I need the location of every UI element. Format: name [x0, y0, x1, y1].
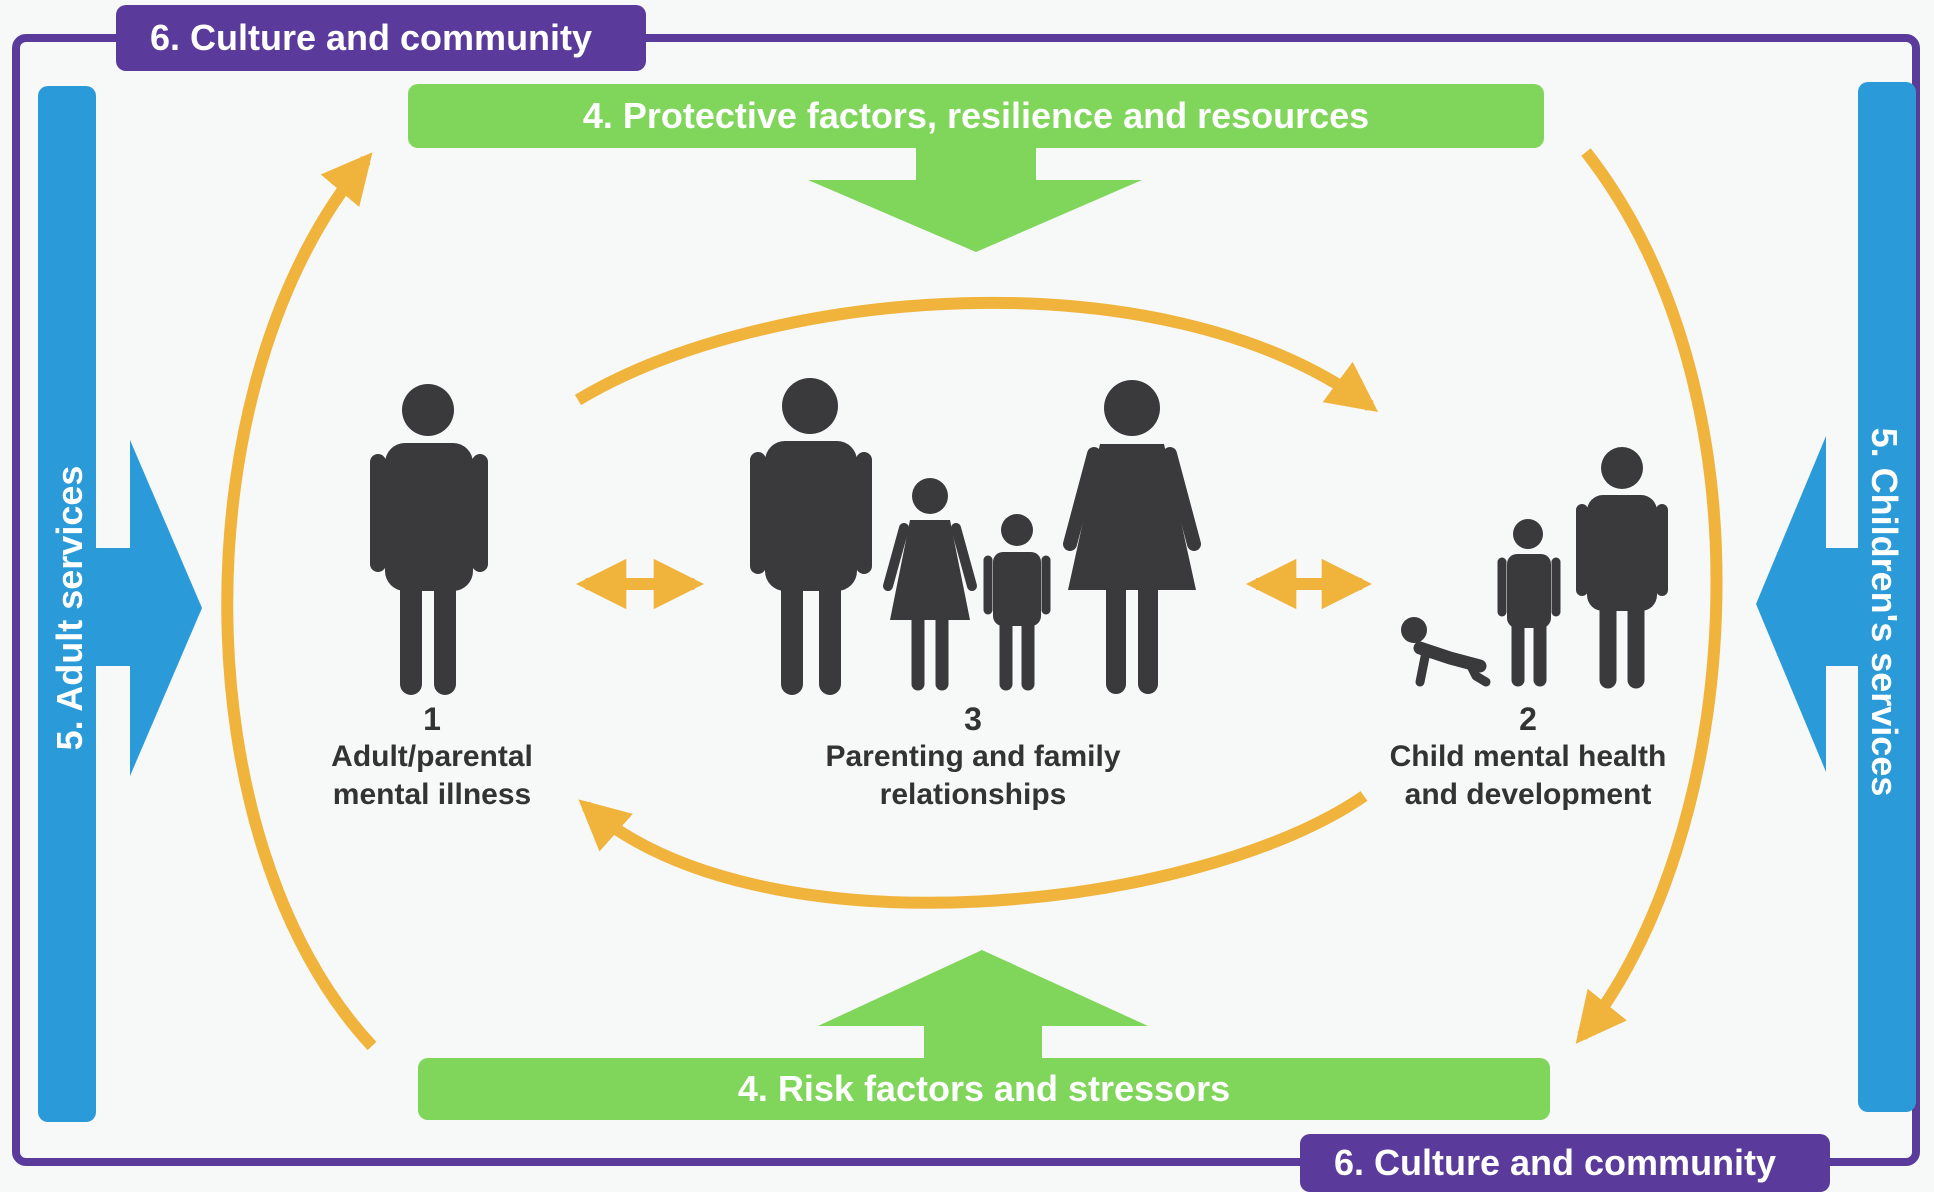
risk-factors-bar: 4. Risk factors and stressors	[418, 1058, 1550, 1120]
outer-right-cycle-arrow	[1575, 148, 1723, 1044]
node-3-number: 3	[964, 701, 982, 737]
node-adult-mental-illness: 1 Adult/parental mental illness	[252, 700, 612, 814]
protective-factors-arrow	[808, 146, 1142, 252]
node-parenting-family: 3 Parenting and family relationships	[793, 700, 1153, 814]
girl-figure-icon	[883, 478, 977, 691]
node-1-label-line2: mental illness	[332, 778, 532, 811]
inner-bottom-cycle-arrow	[578, 791, 1368, 909]
man-figure-icon	[750, 378, 872, 695]
node-2-number: 2	[1519, 701, 1537, 737]
woman-figure-icon	[1063, 380, 1201, 694]
node-child-mental-health: 2 Child mental health and development	[1348, 700, 1708, 814]
adult-services-label: 5. Adult services	[49, 465, 90, 751]
node-2-label-line1: Child mental health	[1389, 740, 1667, 773]
node-2-label-line2: and development	[1404, 778, 1652, 811]
adult-services-arrow	[38, 86, 202, 1122]
baby-figure-icon	[1401, 617, 1491, 687]
culture-community-tag-top: 6. Culture and community	[116, 5, 646, 71]
node-1-label-line1: Adult/parental	[331, 740, 533, 773]
adult-figure-icon	[370, 384, 488, 695]
childrens-services-label: 5. Children's services	[1864, 427, 1905, 797]
node-1-number: 1	[423, 701, 441, 737]
inner-top-cycle-arrow	[574, 296, 1379, 413]
culture-community-tag-bottom: 6. Culture and community	[1300, 1134, 1830, 1192]
node-3-label-line1: Parenting and family	[825, 740, 1121, 773]
childrens-services-arrow	[1756, 82, 1916, 1112]
node-3-label-line2: relationships	[879, 778, 1067, 811]
parent-figure-icon	[1576, 447, 1668, 689]
child-figure-icon	[1497, 519, 1561, 687]
boy-figure-icon	[983, 514, 1051, 691]
outer-left-cycle-arrow	[221, 152, 377, 1051]
protective-factors-bar: 4. Protective factors, resilience and re…	[408, 84, 1544, 148]
risk-factors-arrow	[818, 950, 1148, 1062]
